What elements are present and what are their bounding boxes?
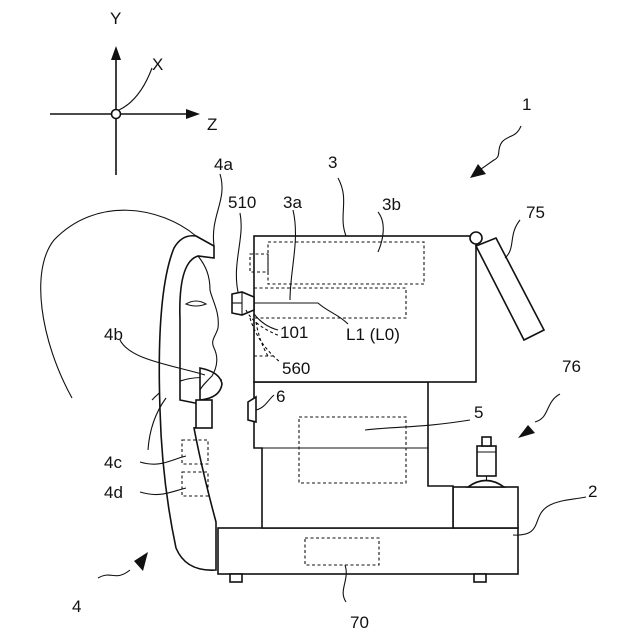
label-forehead-rest: 4a bbox=[214, 155, 233, 174]
axis-z-label: Z bbox=[207, 115, 217, 134]
label-base: 2 bbox=[588, 482, 597, 501]
stage: 5 6 bbox=[248, 382, 483, 528]
label-device: 1 bbox=[522, 95, 531, 114]
label-part-510: 510 bbox=[228, 193, 256, 212]
monitor: 75 bbox=[470, 203, 545, 340]
coordinate-axes: Y X Z bbox=[50, 9, 217, 175]
label-unit-3a: 3a bbox=[283, 193, 302, 212]
label-part-4d: 4d bbox=[104, 483, 123, 502]
label-eye-101: 101 bbox=[280, 323, 308, 342]
label-controller: 70 bbox=[350, 613, 369, 632]
label-unit-3b: 3b bbox=[382, 195, 401, 214]
face-support: 4a 4b 4c 4d 4 bbox=[72, 155, 233, 616]
label-optical-axis: L1 (L0) bbox=[346, 325, 400, 344]
label-part-6: 6 bbox=[276, 387, 285, 406]
axis-y-label: Y bbox=[110, 9, 121, 28]
label-part-560: 560 bbox=[282, 359, 310, 378]
measuring-unit: 3 3a 3b L1 (L0) 510 101 560 bbox=[228, 153, 476, 382]
axis-x-label: X bbox=[152, 55, 163, 74]
label-drive: 5 bbox=[474, 403, 483, 422]
label-joystick: 76 bbox=[562, 357, 581, 376]
label-monitor: 75 bbox=[526, 203, 545, 222]
device-indicator: 1 bbox=[470, 95, 531, 178]
label-part-4c: 4c bbox=[104, 453, 122, 472]
label-chin-rest: 4b bbox=[104, 325, 123, 344]
label-face-support: 4 bbox=[72, 597, 81, 616]
label-measuring-unit: 3 bbox=[328, 153, 337, 172]
